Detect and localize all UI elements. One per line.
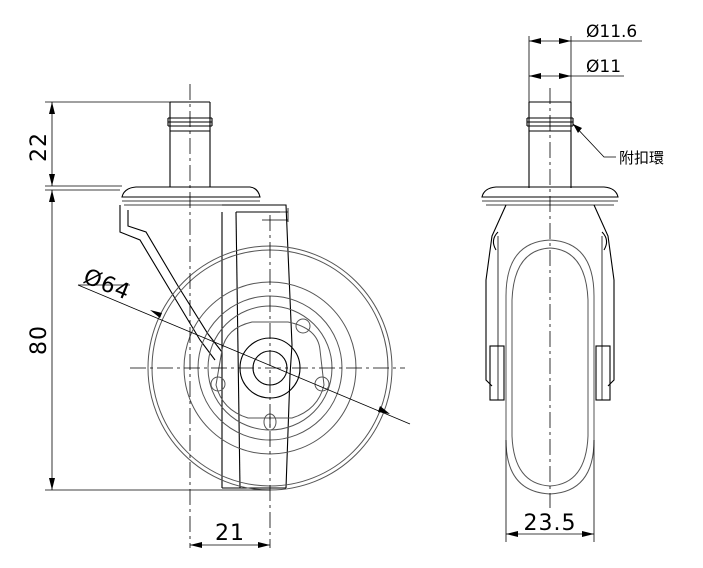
dim-11-6-label: Ø11.6 bbox=[586, 22, 637, 42]
dim-23-5-label: 23.5 bbox=[524, 511, 577, 536]
dim-21-label: 21 bbox=[215, 521, 245, 546]
ring-callout: 附扣環 bbox=[572, 123, 664, 167]
ring-callout-label: 附扣環 bbox=[619, 149, 664, 167]
side-view: 22 80 Ø64 21 bbox=[27, 84, 411, 548]
dim-64: Ø64 bbox=[77, 264, 411, 425]
dim-22-label: 22 bbox=[27, 132, 52, 162]
dim-80: 80 bbox=[27, 189, 270, 491]
dim-11-label: Ø11 bbox=[586, 57, 621, 77]
dim-22: 22 bbox=[27, 101, 170, 187]
front-fork bbox=[485, 204, 615, 401]
dim-64-label: Ø64 bbox=[80, 264, 134, 305]
side-top-plate bbox=[121, 186, 261, 206]
dim-23-5: 23.5 bbox=[505, 440, 595, 542]
dim-11-6: Ø11.6 bbox=[528, 22, 642, 102]
dim-11: Ø11 bbox=[529, 57, 624, 79]
dim-80-label: 80 bbox=[27, 325, 52, 355]
dim-21: 21 bbox=[190, 521, 270, 548]
front-view: Ø11.6 Ø11 附扣環 23.5 bbox=[481, 22, 664, 542]
side-fork bbox=[119, 204, 293, 489]
